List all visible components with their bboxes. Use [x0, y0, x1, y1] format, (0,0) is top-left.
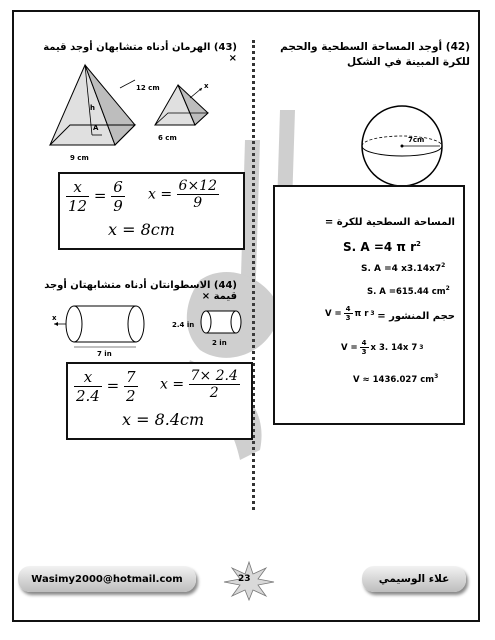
v-frac-num: 4 [343, 305, 353, 314]
frac-num-x2: x [74, 368, 102, 387]
cylinder-large-figure [54, 305, 145, 348]
v-line1-prefix: V = [325, 308, 342, 319]
page-border [12, 10, 480, 622]
v-line3-exp: 3 [434, 373, 439, 380]
v-line3: V ≈ 1436.027 cm [353, 374, 435, 385]
pyramid-large-figure [48, 63, 137, 146]
x-equals-2: x = [160, 376, 185, 393]
label-9cm: 9 cm [70, 154, 89, 162]
equals-sign-2: = [106, 376, 120, 395]
email-pill: Wasimy2000@hotmail.com [18, 566, 196, 592]
cylinder-small-labels: 2.4 in 2 in [172, 321, 227, 347]
pyramid-small-labels: x 6 cm [158, 82, 209, 142]
frac-den-24: 2.4 [76, 387, 100, 405]
frac-num-7: 7 [124, 368, 138, 387]
sa-line1: S. A =4 π r [343, 240, 417, 254]
label-6cm: 6 cm [158, 134, 177, 142]
x-equals: x = [148, 186, 173, 203]
frac-num-x: x [66, 178, 90, 197]
volume-heading: حجم المنشور = [377, 311, 455, 322]
cylinder-large-labels: x 7 in [52, 314, 112, 358]
label-x: x [204, 82, 209, 90]
sphere-labels: 7cm [408, 136, 424, 144]
pyramid-large-labels: 12 cm h A 9 cm [70, 84, 160, 162]
frac-den-2b: 2 [209, 385, 219, 401]
star-badge-icon [223, 560, 275, 602]
label-7in: 7 in [97, 350, 112, 358]
sa-line1-exp: 2 [416, 240, 421, 248]
label-A: A [93, 124, 99, 132]
v-line1-exp: 3 [370, 310, 375, 317]
v-frac-den-2: 3 [361, 348, 367, 356]
label-h: h [90, 104, 95, 112]
frac-num-6x12: 6×12 [176, 178, 219, 195]
q44-title: (44) الاسطوانتان أدناه متشابهتان أوجد قي… [44, 280, 237, 302]
label-12cm: 12 cm [136, 84, 160, 92]
author-pill: علاء الوسيمي [362, 566, 466, 592]
v-line2-prefix: V = [341, 342, 358, 353]
q43-result: x = 8cm [108, 220, 175, 239]
frac-num-7x24: 7× 2.4 [188, 368, 240, 385]
frac-den-9: 9 [113, 197, 123, 215]
sa-line2: S. A =4 x3.14x7 [361, 264, 442, 274]
label-2in: 2 in [212, 339, 227, 347]
sa-line2-exp: 2 [441, 262, 446, 269]
v-frac-num-2: 4 [359, 339, 369, 348]
v-line1-suffix: π r [354, 308, 369, 319]
cylinder-small-figure [200, 310, 242, 334]
frac-den-9b: 9 [193, 195, 203, 211]
author-text: علاء الوسيمي [378, 573, 450, 585]
frac-num-6: 6 [111, 178, 125, 197]
frac-den-12: 12 [68, 197, 88, 215]
sa-line3-exp: 2 [445, 285, 450, 292]
q42-answer-box: المساحة السطحية للكرة = S. A =4 π r2 S. … [273, 185, 465, 425]
q42-title: (42) أوجد المساحة السطحية والحجم للكرة ا… [280, 41, 470, 68]
email-text: Wasimy2000@hotmail.com [31, 573, 183, 585]
equals-sign: = [93, 186, 107, 205]
label-7cm: 7cm [408, 136, 424, 144]
v-line2-exp: 3 [419, 344, 424, 351]
pyramid-small-figure [153, 83, 210, 126]
label-2-4in: 2.4 in [172, 321, 194, 329]
sa-line3: S. A =615.44 cm [367, 286, 446, 297]
v-line2-suffix: x 3. 14x 7 [370, 342, 418, 353]
surface-area-heading: المساحة السطحية للكرة = [324, 217, 455, 228]
frac-den-2: 2 [126, 387, 136, 405]
v-frac-den: 3 [345, 314, 351, 322]
q44-result: x = 8.4cm [122, 410, 205, 429]
q43-title: (43) الهرمان أدناه متشابهان أوجد قيمة × [43, 42, 237, 64]
page-number: 23 [238, 574, 251, 584]
label-x-cyl: x [52, 314, 57, 322]
column-divider [252, 40, 255, 510]
